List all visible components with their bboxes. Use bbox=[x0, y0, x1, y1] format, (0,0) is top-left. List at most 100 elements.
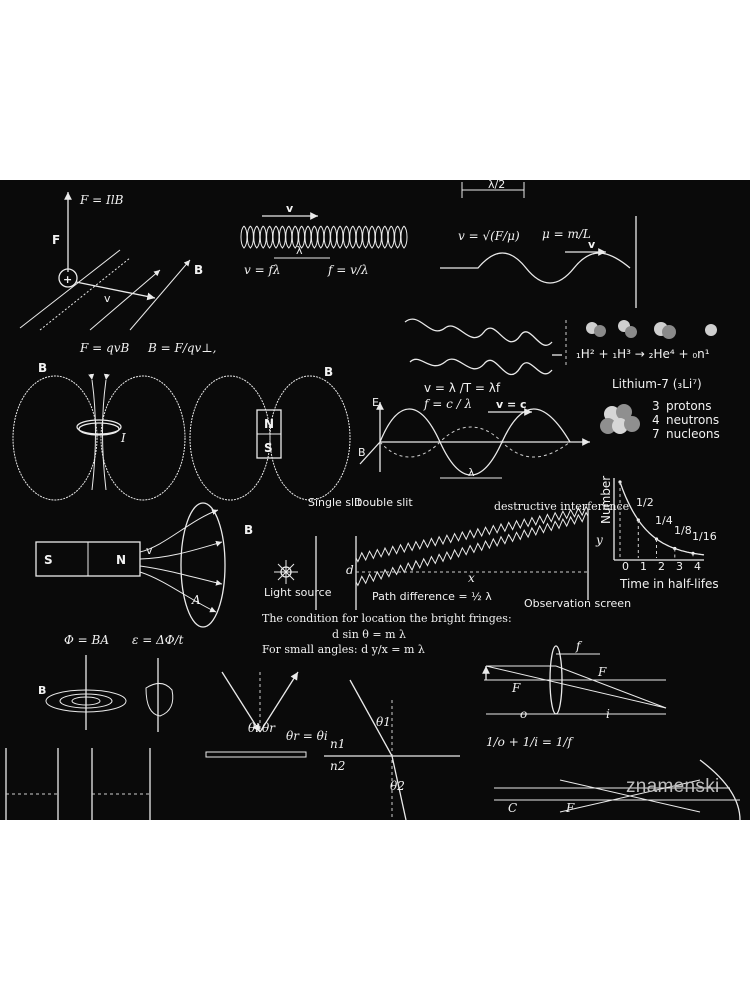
phi-ba-label: Φ = BA bbox=[64, 633, 109, 647]
lithium-nucleus-diagram: Lithium-7 (₃Li⁷) 3 protons 4 neutrons 7 … bbox=[600, 377, 720, 441]
protons-word: protons bbox=[666, 399, 712, 413]
lens-f-left-label: F bbox=[511, 681, 521, 695]
ratio-sixteenth-label: 1/16 bbox=[692, 530, 717, 543]
spring-v-label: v bbox=[286, 202, 294, 215]
f-c-lambda-label: f = c / λ bbox=[423, 397, 472, 411]
emf-label: ε = ΔΦ/t bbox=[132, 633, 184, 647]
bright-condition-label: The condition for location the bright fr… bbox=[262, 612, 512, 625]
tick-label-3: 3 bbox=[676, 560, 683, 573]
neutrons-number: 4 bbox=[652, 413, 660, 427]
mirror-diagram: C F bbox=[494, 759, 741, 820]
force-on-wire-diagram: F = IlB F + v B bbox=[19, 192, 203, 331]
parallel-wires-diagram bbox=[5, 748, 151, 820]
n2-label: n2 bbox=[330, 759, 345, 773]
v-c-label: v = c bbox=[496, 398, 527, 411]
magnet-s-label: S bbox=[264, 441, 273, 455]
mu-ml-label: μ = m/L bbox=[542, 227, 591, 241]
physics-illustrations: F = IlB F + v B F = qvB B = F/qv⊥, B I N… bbox=[5, 180, 741, 820]
b-axis-label: B bbox=[194, 263, 203, 277]
light-source-label: Light source bbox=[264, 586, 332, 599]
field-lines-diagram: B I N S B bbox=[12, 361, 351, 501]
f-vlambda-label: f = v/λ bbox=[327, 263, 369, 277]
f-axis-label: F bbox=[52, 233, 60, 247]
flux-b-label: B bbox=[38, 684, 46, 697]
theta-r-label: θr bbox=[262, 721, 276, 735]
nucleons-word: nucleons bbox=[666, 427, 720, 441]
em-e-label: E bbox=[372, 396, 379, 409]
induction-s-label: S bbox=[44, 553, 53, 567]
induction-diagram: S N v A B bbox=[35, 502, 253, 628]
protons-number: 3 bbox=[652, 399, 660, 413]
fusion-reaction-diagram: ₁H² + ₁H³ → ₂He⁴ + ₀n¹ bbox=[576, 320, 717, 361]
distance-x-label: x bbox=[468, 571, 475, 585]
f-qvb-label: F = qvB bbox=[79, 341, 129, 355]
spring-lambda-label: λ bbox=[296, 244, 303, 257]
half-life-chart: Number 1/2 1/4 1/8 1/16 0 1 2 3 4 Time i… bbox=[599, 476, 719, 591]
lens-diagram: f F F o i 1/o + 1/i = 1/f bbox=[482, 639, 667, 749]
ratio-quarter-label: 1/4 bbox=[655, 514, 673, 527]
double-slit-label: Double slit bbox=[354, 496, 413, 509]
physics-formula-board: F = IlB F + v B F = qvB B = F/qv⊥, B I N… bbox=[0, 180, 750, 820]
reflection-equation-label: θr = θi bbox=[286, 729, 328, 743]
half-life-curve bbox=[619, 481, 705, 556]
induction-v-label: v bbox=[146, 544, 153, 557]
current-i-label: I bbox=[120, 431, 126, 445]
tick-label-1: 1 bbox=[640, 560, 647, 573]
em-lambda-label: λ bbox=[468, 466, 475, 479]
lens-f-top-label: f bbox=[575, 639, 583, 653]
tick-label-4: 4 bbox=[694, 560, 701, 573]
theta-i-label: θi bbox=[248, 721, 259, 735]
reflection-diagram: θi θr θr = θi bbox=[205, 671, 328, 758]
watermark: znamenski bbox=[626, 776, 720, 797]
single-slit-label: Single slit bbox=[308, 496, 362, 509]
small-angles-label: For small angles: d y/x = m λ bbox=[262, 643, 425, 656]
lens-f-right-label: F bbox=[597, 665, 607, 679]
destructive-label: destructive interference bbox=[494, 500, 629, 513]
double-slit-diagram: Single slit Double slit destructive inte… bbox=[262, 496, 631, 656]
mirror-f-label: F bbox=[565, 801, 575, 815]
v-sqrt-label: v = √(F/μ) bbox=[458, 229, 520, 243]
tick-label-2: 2 bbox=[658, 560, 665, 573]
lens-i-label: i bbox=[606, 707, 610, 721]
nucleons-number: 7 bbox=[652, 427, 660, 441]
distance-y-label: y bbox=[595, 533, 603, 547]
path-difference-label: Path difference = ½ λ bbox=[372, 590, 492, 603]
induction-b-label: B bbox=[244, 523, 253, 537]
theta1-label: θ1 bbox=[376, 715, 391, 729]
neutrons-word: neutrons bbox=[666, 413, 719, 427]
v-flambda-label: v = fλ bbox=[244, 263, 281, 277]
mirror-c-label: C bbox=[508, 801, 517, 815]
induction-n-label: N bbox=[116, 553, 126, 567]
refraction-diagram: n1 n2 θ1 θ2 bbox=[324, 679, 460, 820]
photon-waves-diagram bbox=[404, 318, 567, 376]
plus-sign-label: + bbox=[63, 273, 72, 286]
electromagnetic-wave-diagram: v = λ /T = λf f = c / λ E B v = c λ bbox=[358, 381, 590, 479]
slit-d-label: d bbox=[346, 563, 354, 577]
magnet-n-label: N bbox=[264, 417, 274, 431]
ratio-eighth-label: 1/8 bbox=[674, 524, 692, 537]
b-equation-label: B = F/qv⊥, bbox=[147, 341, 216, 355]
observation-screen-label: Observation screen bbox=[524, 597, 631, 610]
half-life-xlabel: Time in half-lifes bbox=[619, 577, 719, 591]
fusion-equation-label: ₁H² + ₁H³ → ₂He⁴ + ₀n¹ bbox=[576, 347, 710, 361]
half-lambda-label: λ/2 bbox=[488, 180, 505, 191]
wave-v-label: v bbox=[588, 238, 596, 251]
ratio-half-label: 1/2 bbox=[636, 496, 654, 509]
theta2-label: θ2 bbox=[390, 779, 405, 793]
f-ilb-label: F = IlB bbox=[79, 193, 124, 207]
lens-equation-label: 1/o + 1/i = 1/f bbox=[486, 735, 574, 749]
b-left-label: B bbox=[38, 361, 47, 375]
em-b-label: B bbox=[358, 446, 366, 459]
tick-label-0: 0 bbox=[622, 560, 629, 573]
b-right-label: B bbox=[324, 365, 333, 379]
flux-emf-diagram: Φ = BA ε = ΔΦ/t B bbox=[38, 633, 184, 732]
string-wave-diagram: λ/2 v = √(F/μ) μ = m/L v bbox=[440, 180, 637, 308]
dsin-label: d sin θ = m λ bbox=[332, 628, 406, 641]
v-axis-label: v bbox=[104, 292, 111, 305]
area-a-label: A bbox=[191, 593, 201, 607]
n1-label: n1 bbox=[330, 737, 345, 751]
number-axis-label: Number bbox=[599, 476, 613, 524]
lithium-title-label: Lithium-7 (₃Li⁷) bbox=[612, 377, 702, 391]
spring-wave-diagram: v λ v = fλ f = v/λ bbox=[240, 202, 408, 277]
v-lambda-t-label: v = λ /T = λf bbox=[424, 381, 501, 395]
